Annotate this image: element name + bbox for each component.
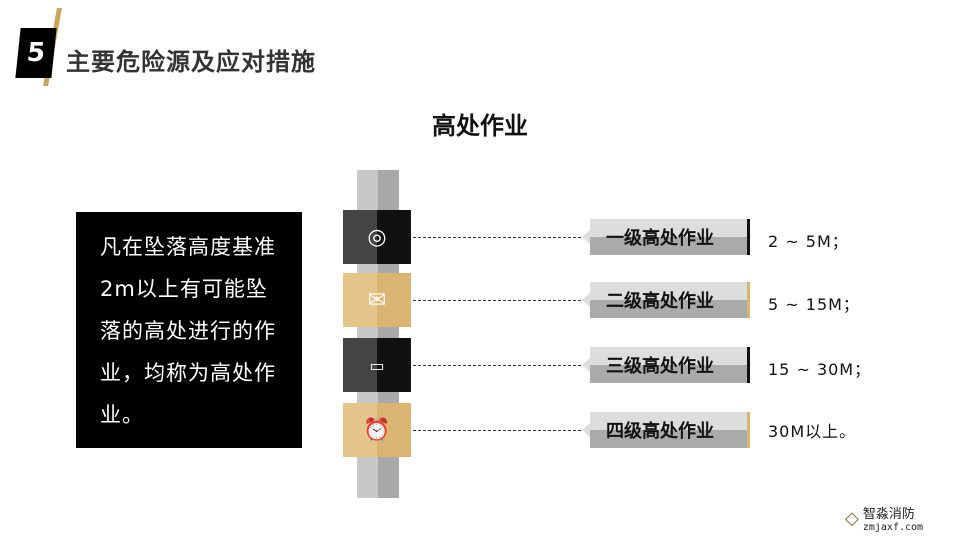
section-subtitle: 高处作业 (432, 112, 528, 140)
cube-level-2: ✉ (343, 273, 411, 327)
watermark-name: 智淼消防 (862, 507, 915, 522)
connector-line (413, 365, 581, 366)
description-box: 凡在坠落高度基准2m以上有可能坠落的高处进行的作业，均称为高处作业。 (76, 212, 302, 448)
level-label-3: 三级高处作业 (582, 347, 750, 383)
level-label-2: 二级高处作业 (582, 282, 750, 318)
level-value-2: 5 ~ 15M； (768, 295, 860, 314)
page-title: 主要危险源及应对措施 (66, 48, 316, 76)
connector-line (413, 430, 581, 431)
cube-level-1: ◎ (343, 210, 411, 264)
connector-line (413, 237, 581, 238)
envelope-icon: ✉ (367, 287, 387, 313)
level-value-4: 30M以上。 (768, 422, 857, 441)
cube-level-3: ▭ (343, 338, 411, 392)
level-label-text: 二级高处作业 (606, 291, 714, 312)
laptop-icon: ▭ (369, 355, 385, 375)
level-label-text: 一级高处作业 (606, 228, 714, 249)
level-label-text: 三级高处作业 (606, 356, 714, 377)
logo-icon: ◇ (845, 507, 859, 529)
level-value-3: 15 ~ 30M； (768, 360, 872, 379)
watermark-url: zmjaxf.com (862, 522, 924, 533)
level-value-1: 2 ~ 5M； (768, 232, 849, 251)
level-label-4: 四级高处作业 (582, 412, 750, 448)
level-label-1: 一级高处作业 (582, 219, 750, 255)
section-number: 5 (15, 28, 57, 78)
connector-line (413, 300, 581, 301)
cube-level-4: ⏰ (343, 403, 411, 457)
level-label-text: 四级高处作业 (606, 421, 714, 442)
alarm-clock-icon: ⏰ (363, 417, 391, 443)
target-icon: ◎ (367, 224, 387, 250)
